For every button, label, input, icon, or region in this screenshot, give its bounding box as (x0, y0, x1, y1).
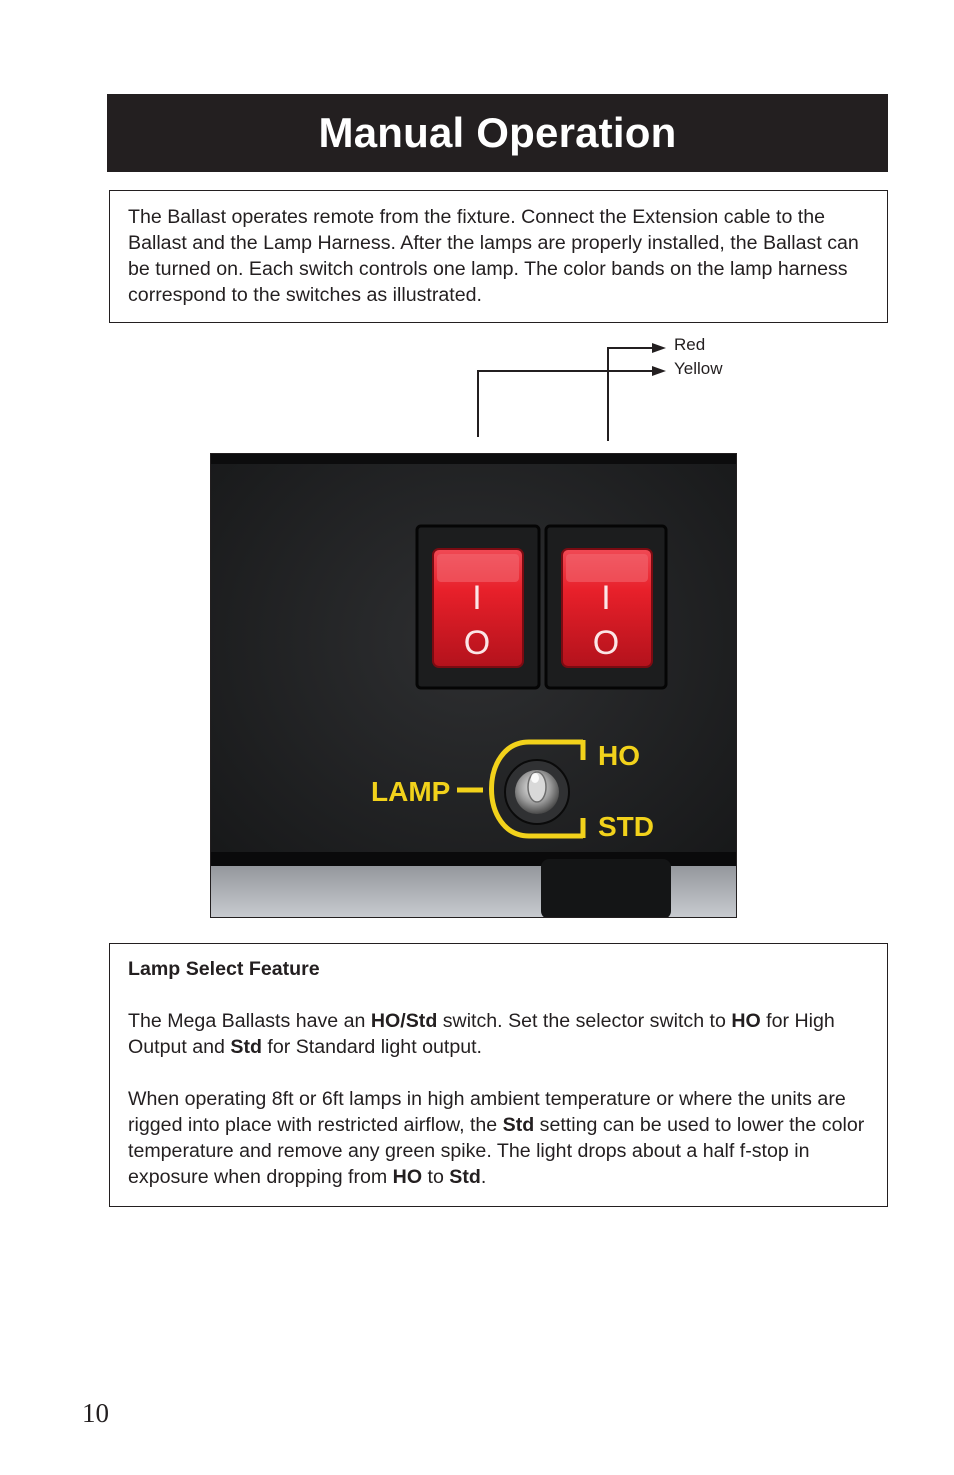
text-run: for High Output and (128, 1010, 835, 1058)
text-run: for Standard light output. (261, 1036, 482, 1058)
page-number: 10 (82, 1398, 109, 1428)
selector-bracket (457, 739, 586, 839)
text-run: . (480, 1166, 487, 1188)
lamp-select-feature-box: Lamp Select Feature The Mega Ballasts ha… (109, 943, 888, 1207)
std-label: STD (598, 811, 654, 842)
feature-heading: Lamp Select Feature (128, 958, 320, 980)
left-power-switch: I O (432, 548, 524, 668)
right-switch-on-symbol: I (601, 579, 610, 617)
harness-lines (477, 343, 666, 441)
yellow-label: Yellow (674, 359, 723, 378)
text-run: switch. Set the selector switch to (437, 1010, 732, 1032)
ho-label: HO (598, 740, 640, 771)
bold-run: HO (731, 1010, 761, 1032)
text-run: setting can be used to lower the color t… (128, 1114, 865, 1188)
feature-paragraph-2: When operating 8ft or 6ft lamps in high … (128, 1086, 869, 1190)
red-label: Red (674, 335, 706, 354)
intro-box: The Ballast operates remote from the fix… (109, 190, 888, 323)
ballast-photo: I O I O LAMP HO STD (210, 453, 737, 918)
bold-run: HO/Std (370, 1010, 438, 1032)
intro-text: The Ballast operates remote from the fix… (128, 206, 859, 306)
left-switch-off-symbol: O (464, 624, 490, 662)
right-switch-off-symbol: O (593, 624, 619, 662)
lamp-label: LAMP (371, 776, 450, 807)
harness-diagram: Red Yellow (470, 333, 770, 448)
bold-run: Std (502, 1114, 535, 1136)
page-title: Manual Operation (318, 109, 677, 156)
text-run: to (422, 1166, 450, 1188)
bold-run: HO (392, 1166, 423, 1188)
text-run: When operating 8ft or 6ft lamps in high … (128, 1088, 846, 1136)
bold-run: Std (230, 1036, 262, 1058)
left-switch-on-symbol: I (472, 579, 481, 617)
right-power-switch: I O (561, 548, 653, 668)
feature-paragraph-1: The Mega Ballasts have an HO/Std switch.… (128, 1008, 869, 1060)
ballast-panel-illustration: I O I O LAMP HO STD (211, 454, 736, 917)
ho-std-toggle (504, 759, 570, 825)
bold-run: Std (449, 1166, 481, 1188)
text-run: The Mega Ballasts have an (128, 1010, 371, 1032)
title-bar: Manual Operation (107, 94, 888, 172)
